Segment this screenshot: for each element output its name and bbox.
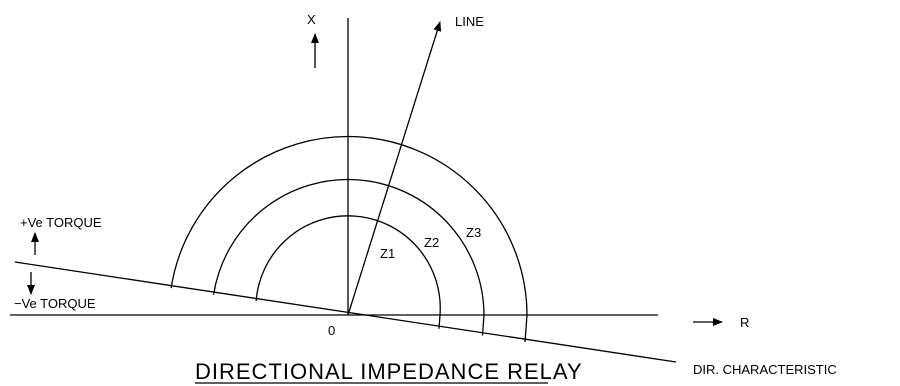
- r-axis-label: R: [740, 315, 749, 330]
- zone-1-arc: [255, 215, 441, 329]
- positive-torque-label: +Ve TORQUE: [20, 215, 102, 230]
- zone-2-arc: [212, 178, 485, 336]
- line-vector: [347, 21, 442, 316]
- directional-characteristic-line: [14, 261, 677, 363]
- zone-3-arc: [170, 135, 528, 342]
- diagram-title: DIRECTIONAL IMPEDANCE RELAY: [195, 359, 583, 384]
- directional-characteristic-label: DIR. CHARACTERISTIC: [693, 362, 837, 377]
- zone-2-label: Z2: [424, 235, 439, 250]
- x-axis-label: X: [307, 12, 316, 27]
- negative-torque-label: −Ve TORQUE: [14, 296, 96, 311]
- origin-label: 0: [328, 323, 335, 338]
- zone-3-label: Z3: [466, 225, 481, 240]
- zone-1-label: Z1: [380, 246, 395, 261]
- line-label: LINE: [455, 14, 484, 29]
